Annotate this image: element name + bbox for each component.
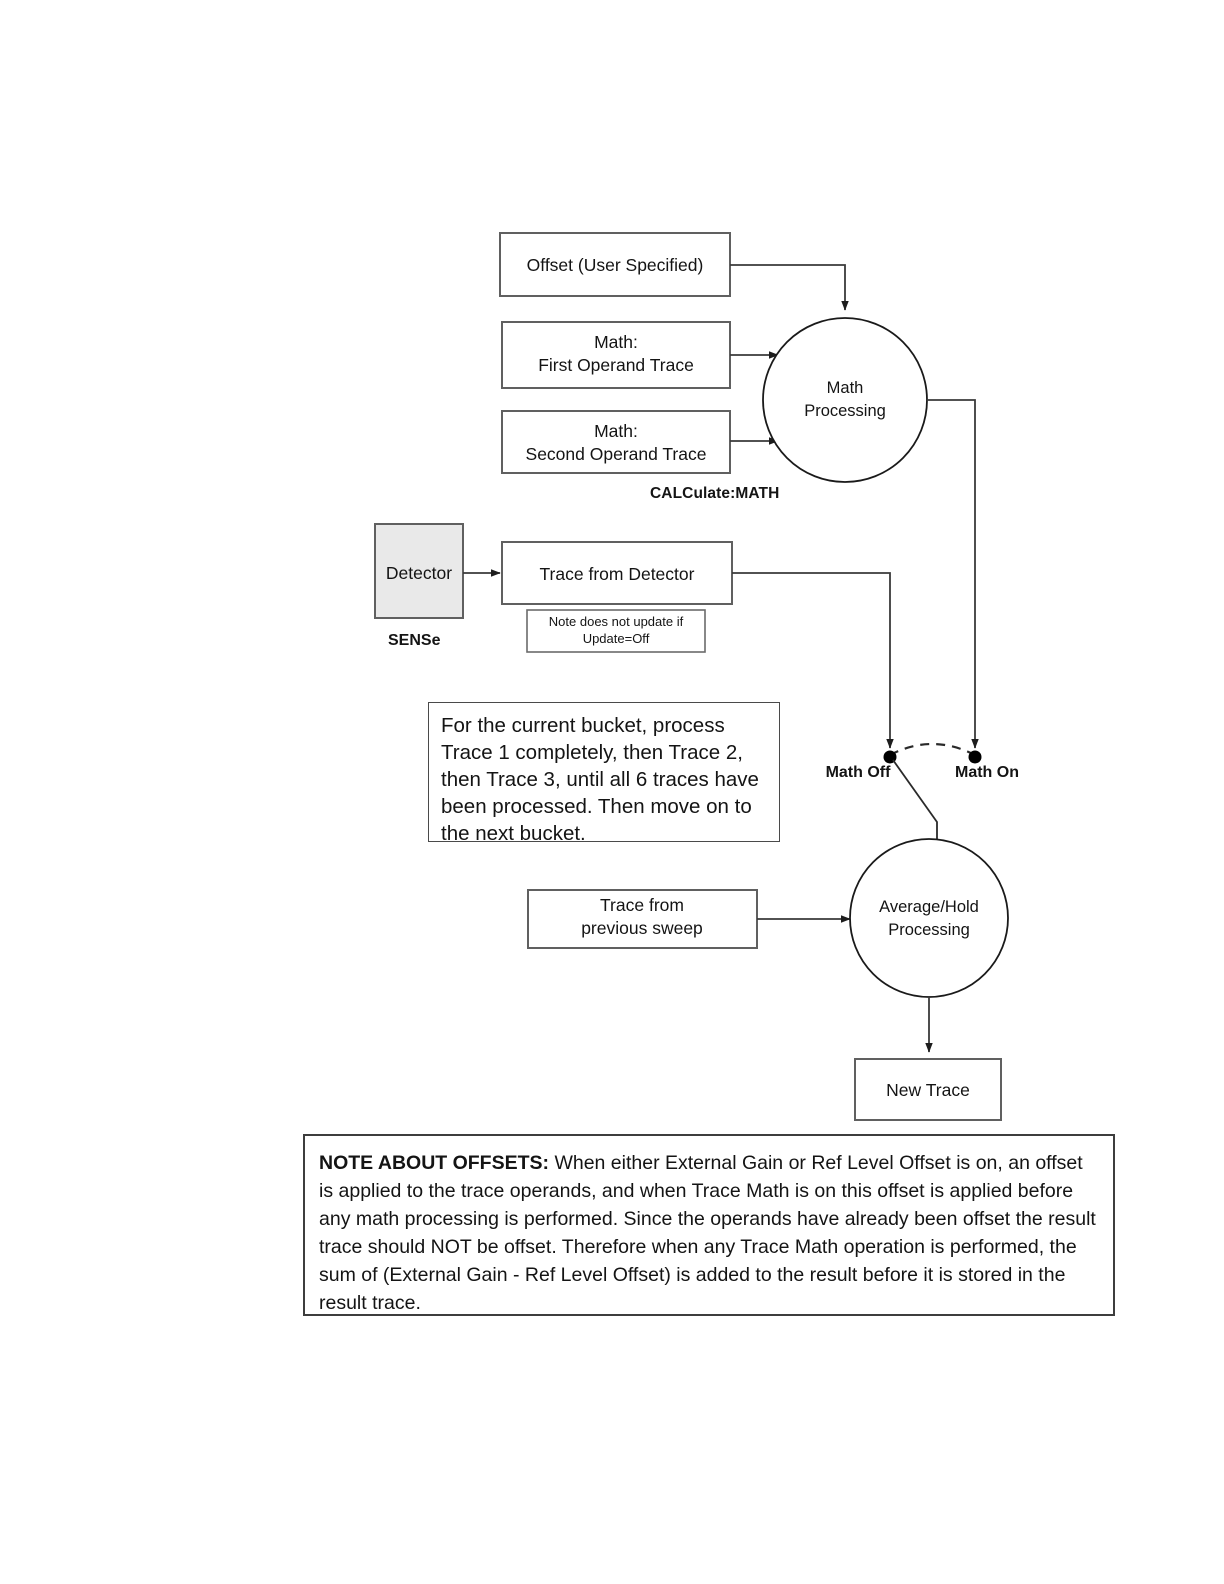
box-trace-previous-sweep-line2: previous sweep (581, 918, 703, 938)
box-math-second-operand-label-line1: Math: (594, 421, 638, 441)
circle-average-hold-processing (849, 838, 1009, 998)
circle-math-processing-label-line2: Processing (804, 402, 886, 420)
box-update-note-line2: Update=Off (583, 631, 650, 646)
note-about-offsets-body: When either External Gain or Ref Level O… (319, 1152, 1096, 1314)
box-detector-label: Detector (386, 563, 452, 583)
note-bucket-processing: For the current bucket, process Trace 1 … (428, 702, 780, 845)
note-bucket-line: then Trace 3, until all 6 traces have (441, 768, 759, 791)
label-calculate-math: CALCulate:MATH (650, 485, 779, 502)
label-math-on: Math On (955, 764, 1019, 781)
box-trace-previous-sweep-line1: Trace from (600, 895, 684, 915)
box-update-note-line1: Note does not update if (549, 614, 684, 629)
note-bucket-line: the next bucket. (441, 822, 586, 845)
box-trace-previous-sweep (527, 889, 758, 949)
node-math-on[interactable] (968, 750, 982, 764)
circle-average-hold-label-line2: Processing (888, 921, 970, 939)
box-math-first-operand (501, 321, 731, 389)
box-math-first-operand-label-line1: Math: (594, 332, 638, 352)
note-about-offsets: NOTE ABOUT OFFSETS: When either External… (303, 1134, 1115, 1316)
note-bucket-line: Trace 1 completely, then Trace 2, (441, 741, 743, 764)
edge-math-to-math-on (927, 399, 979, 749)
note-bucket-line: For the current bucket, process (441, 714, 725, 737)
box-trace-from-detector-label: Trace from Detector (540, 564, 695, 584)
box-detector (374, 523, 464, 619)
note-about-offsets-heading: NOTE ABOUT OFFSETS: (319, 1152, 550, 1174)
note-bucket-line: been processed. Then move on to (441, 795, 752, 818)
box-new-trace-label: New Trace (886, 1080, 970, 1100)
switch-dashed-arc (889, 742, 976, 756)
box-trace-from-detector (501, 541, 733, 605)
edge-trace-to-math-off (732, 572, 894, 749)
edge-offset-to-math (730, 264, 849, 311)
box-math-first-operand-label-line2: First Operand Trace (538, 355, 694, 375)
box-math-second-operand-label-line2: Second Operand Trace (526, 444, 707, 464)
circle-math-processing (762, 317, 928, 483)
box-update-note (526, 609, 706, 653)
box-math-second-operand (501, 410, 731, 474)
label-math-off: Math Off (826, 764, 892, 781)
box-new-trace (854, 1058, 1002, 1121)
box-offset-user-specified-label: Offset (User Specified) (527, 255, 704, 275)
circle-math-processing-label-line1: Math (827, 379, 864, 397)
label-sense: SENSe (388, 632, 441, 649)
circle-average-hold-label-line1: Average/Hold (879, 898, 979, 916)
box-offset-user-specified (499, 232, 731, 297)
